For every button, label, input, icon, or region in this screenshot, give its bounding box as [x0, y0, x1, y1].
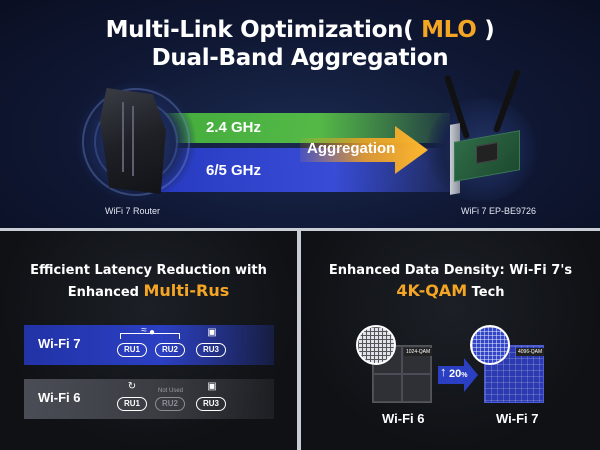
wifi6-grid-label: Wi-Fi 6 — [382, 411, 425, 426]
title-line2: Dual-Band Aggregation — [151, 45, 449, 71]
title-accent: MLO — [421, 17, 477, 43]
up-arrow-icon: ↑ — [440, 364, 447, 379]
increase-arrow-icon — [438, 358, 478, 392]
qam4096-tag: 4096-QAM — [516, 348, 545, 356]
title-prefix: Multi-Link Optimization( — [105, 17, 422, 43]
qam1024-tag: 1024-QAM — [404, 348, 433, 356]
increase-number: 20 — [449, 368, 462, 380]
ru1-badge: RU1 — [117, 397, 147, 411]
latency-title-line1: Efficient Latency Reduction with — [30, 263, 267, 278]
ru2-badge: RU2 — [155, 397, 185, 411]
wifi7-label: Wi-Fi 7 — [38, 336, 81, 351]
router-caption: WiFi 7 Router — [105, 206, 161, 216]
increase-value: 20% — [449, 368, 467, 380]
wifi-card-image — [420, 68, 550, 204]
title-suffix: ) — [476, 17, 495, 43]
banner-title: Multi-Link Optimization( MLO ) Dual-Band… — [0, 16, 600, 72]
wifi-icon: ≈ — [141, 325, 147, 336]
wifi7-row: Wi-Fi 7 ≈ ● RU1 RU2 ▣ RU3 — [24, 325, 274, 365]
density-title-accent: 4K-QAM — [396, 281, 468, 300]
image-icon: ▣ — [207, 381, 217, 392]
qam1024-zoom-icon — [356, 325, 396, 365]
divider — [0, 228, 600, 231]
latency-title-accent: Multi-Rus — [143, 281, 230, 300]
aggregation-arrow-icon — [300, 126, 428, 174]
ru3-badge: RU3 — [196, 397, 226, 411]
wifi7-grid-label: Wi-Fi 7 — [496, 411, 539, 426]
density-title: Enhanced Data Density: Wi-Fi 7's 4K-QAM … — [301, 261, 600, 303]
latency-title: Efficient Latency Reduction with Enhance… — [0, 261, 297, 303]
not-used-label: Not Used — [158, 388, 184, 394]
image-icon: ▣ — [207, 327, 217, 338]
increase-unit: % — [461, 372, 468, 379]
band-24-label: 2.4 GHz — [206, 119, 262, 136]
card-caption: WiFi 7 EP-BE9726 — [461, 206, 537, 216]
density-title-suffix: Tech — [467, 285, 505, 300]
wifi6-label: Wi-Fi 6 — [38, 390, 81, 405]
group-bracket — [120, 333, 180, 339]
gamepad-icon: ● — [148, 327, 156, 338]
density-title-line1: Enhanced Data Density: Wi-Fi 7's — [328, 263, 573, 278]
aggregation-label: Aggregation — [307, 140, 396, 157]
latency-panel: Efficient Latency Reduction with Enhance… — [0, 231, 297, 450]
loading-icon: ↻ — [127, 381, 137, 392]
band-65-label: 6/5 GHz — [206, 162, 262, 179]
ru3-badge: RU3 — [196, 343, 226, 357]
ru2-badge: RU2 — [155, 343, 185, 357]
ru1-badge: RU1 — [117, 343, 147, 357]
mlo-banner: Multi-Link Optimization( MLO ) Dual-Band… — [0, 0, 600, 228]
router-image — [76, 82, 196, 202]
qam4096-zoom-icon — [470, 325, 510, 365]
wifi6-row: Wi-Fi 6 ↻ RU1 Not Used RU2 ▣ RU3 — [24, 379, 274, 419]
density-panel: Enhanced Data Density: Wi-Fi 7's 4K-QAM … — [301, 231, 600, 450]
divider — [297, 231, 301, 450]
latency-title-prefix: Enhanced — [67, 285, 144, 300]
